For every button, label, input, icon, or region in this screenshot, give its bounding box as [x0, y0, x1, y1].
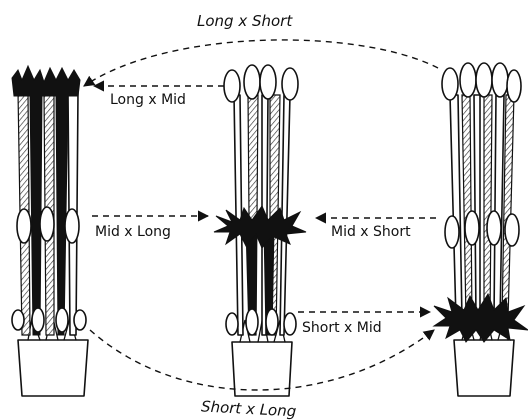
label-long-short: Long x Short [197, 12, 293, 30]
label-mid-long: Mid x Long [95, 224, 171, 240]
flower-mid-styled [214, 65, 306, 396]
anthers-short [226, 309, 296, 335]
label-mid-short: Mid x Short [331, 224, 411, 240]
anthers-long [442, 63, 521, 102]
stigma-mid [214, 206, 306, 248]
calyx-base [232, 342, 292, 396]
style-2 [30, 92, 42, 335]
flower-short-styled [434, 63, 528, 396]
stigma-short [434, 294, 528, 342]
style-4 [56, 92, 68, 335]
label-short-mid: Short x Mid [302, 320, 382, 336]
stigma-top [12, 66, 80, 96]
anthers-long [224, 65, 298, 102]
calyx-base [18, 340, 88, 396]
calyx-base [454, 340, 514, 396]
label-long-mid: Long x Mid [110, 92, 186, 108]
anthers-mid [17, 207, 79, 243]
label-short-long: Short x Long [201, 397, 297, 420]
flower-long-styled [12, 66, 88, 396]
